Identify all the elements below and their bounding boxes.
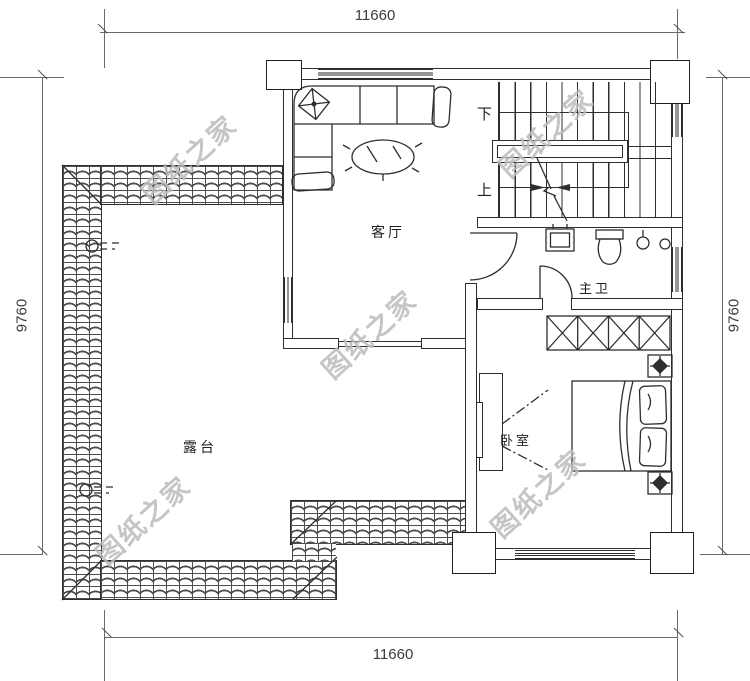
window-bedroom-bottom	[515, 550, 635, 559]
room-label-bedroom: 卧室	[499, 433, 532, 448]
bedroom-leader-lines	[501, 389, 549, 471]
wall-bath-bottom-right	[571, 298, 683, 310]
window-living-top	[318, 69, 433, 79]
stair-arrow-left	[531, 184, 545, 191]
pillow	[638, 385, 668, 425]
dim-ext-bottom-left	[104, 610, 106, 681]
room-label-living: 客厅	[371, 224, 405, 240]
terrace-sliding-door	[339, 341, 421, 347]
stair-rail-ext	[628, 146, 671, 148]
nightstand-top	[647, 354, 673, 378]
room-label-terrace: 露台	[183, 439, 217, 455]
dim-ext-bottom-right	[677, 610, 679, 681]
terrace-drain-top	[85, 239, 124, 253]
roof-tile-band-step	[290, 500, 466, 545]
dim-label-bottom: 11660	[372, 646, 414, 663]
stair-arrow-right	[556, 184, 570, 191]
roof-tile-band-bottom	[100, 560, 337, 600]
dim-line-bottom	[105, 637, 678, 639]
stair-down-line	[498, 112, 628, 114]
window-stairs-right	[672, 103, 682, 137]
wardrobe	[546, 315, 671, 351]
roof-tile-band-top	[100, 165, 283, 205]
room-label-bath: 主卫	[578, 281, 611, 296]
pillar-bottom-left	[452, 532, 496, 574]
dim-ext-left-bottom	[0, 554, 42, 556]
coffee-table	[342, 139, 423, 181]
pillar-bottom-right	[650, 532, 694, 574]
sofa-corner-cushion	[297, 87, 331, 121]
terrace-drain-bottom	[79, 483, 118, 497]
door-arc-hall	[469, 232, 518, 281]
wall-living-bottom-left	[283, 338, 339, 349]
sofa	[291, 85, 452, 192]
dim-line-right	[722, 78, 724, 555]
nightstand-bottom	[647, 471, 673, 495]
dim-line-left	[42, 78, 44, 555]
dim-line-top	[100, 32, 685, 34]
dim-ext-left-top	[0, 77, 64, 79]
roof-hip-lines	[61, 164, 338, 601]
bed	[571, 380, 672, 472]
stair-well-edge	[628, 112, 630, 188]
stair-down-label: 下	[477, 106, 496, 123]
wall-bath-bottom-left	[477, 298, 543, 310]
window-bath-right	[672, 247, 682, 292]
dim-ext-top-right	[677, 9, 679, 59]
dim-ext-top-left	[104, 9, 106, 68]
stair-up-label: 上	[477, 182, 496, 199]
roof-tile-band-left	[62, 165, 102, 600]
bath-floor-drain	[636, 230, 671, 250]
pillar-top-left	[266, 60, 302, 90]
door-arc-bath	[539, 265, 573, 299]
bath-sink	[545, 224, 575, 252]
pillow	[638, 427, 668, 467]
window-living-left	[284, 277, 292, 323]
dim-ext-right-top	[706, 77, 750, 79]
stair-break-line	[531, 157, 570, 222]
stair-rail-ext	[628, 158, 671, 160]
bedroom-wall-window	[476, 402, 483, 458]
roof-tile-band-corner	[292, 543, 336, 561]
dim-label-top: 11660	[354, 7, 396, 24]
toilet	[595, 229, 624, 265]
stair-rail-inner	[497, 145, 623, 158]
